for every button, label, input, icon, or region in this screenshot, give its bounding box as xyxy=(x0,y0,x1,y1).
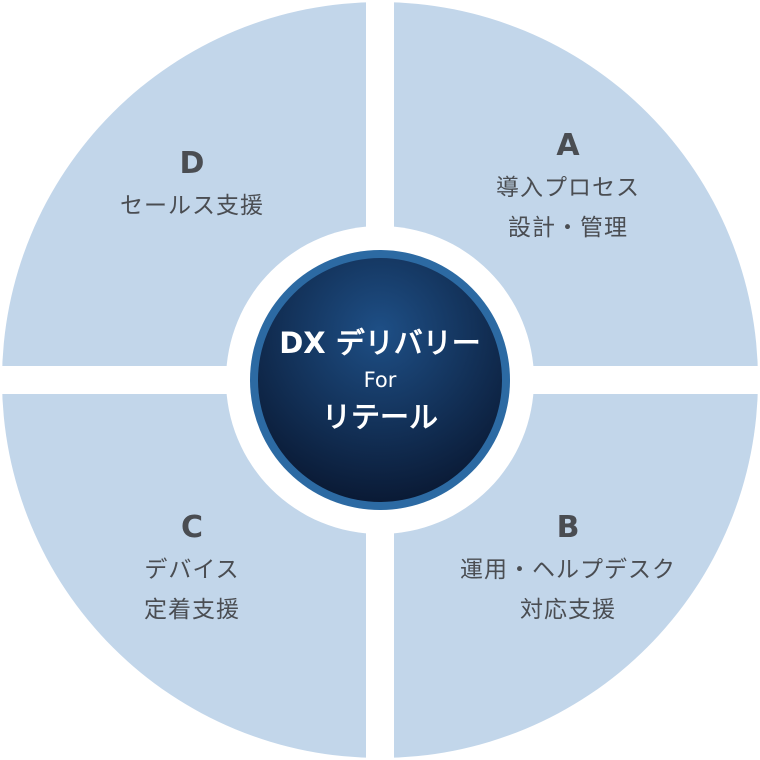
quadrant-c-letter: C xyxy=(180,510,204,545)
quadrant-d-label: D セールス支援 xyxy=(120,146,264,226)
quadrant-b-line-2: 対応支援 xyxy=(520,597,616,623)
center-disc xyxy=(258,258,502,502)
center-subtitle: リテール xyxy=(321,400,438,434)
quadrant-a-label: A 導入プロセス 設計・管理 xyxy=(496,128,640,248)
quadrant-d-letter: D xyxy=(179,146,205,181)
center-label: DX デリバリー For リテール xyxy=(279,323,481,437)
center-title: DX デリバリー xyxy=(279,326,481,360)
quadrant-c-line-2: 定着支援 xyxy=(144,597,240,623)
quadrant-a-letter: A xyxy=(556,128,580,163)
quadrant-b-label: B 運用・ヘルプデスク 対応支援 xyxy=(460,510,676,630)
center-connector: For xyxy=(363,368,397,392)
quadrant-b-letter: B xyxy=(556,510,580,545)
quadrant-d-line-1: セールス支援 xyxy=(120,193,264,219)
quadrant-a-line-1: 導入プロセス xyxy=(496,175,640,201)
quadrant-b-line-1: 運用・ヘルプデスク xyxy=(460,557,676,583)
quadrant-c-label: C デバイス 定着支援 xyxy=(144,510,240,630)
quadrant-a-line-2: 設計・管理 xyxy=(508,215,628,241)
quadrant-c-line-1: デバイス xyxy=(144,557,240,583)
